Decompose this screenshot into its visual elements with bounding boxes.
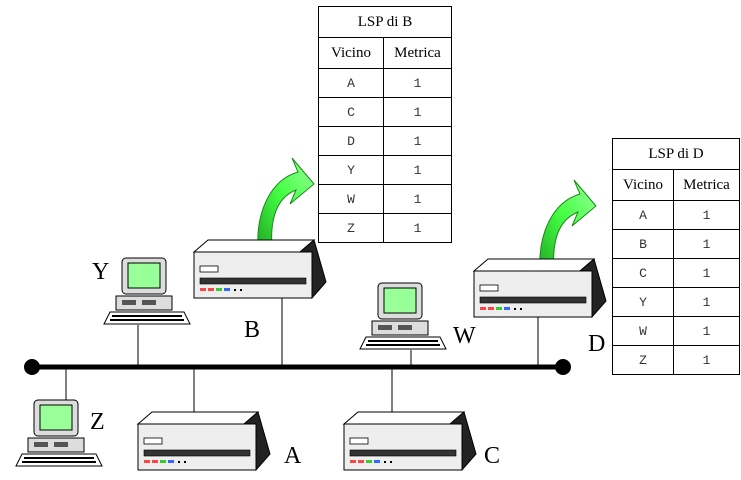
lsp-b-neighbor: C [318,97,384,127]
lsp-d-metric: 1 [673,229,740,259]
lsp-b-neighbor: Z [318,213,384,243]
lsp-b-neighbor: W [318,184,384,214]
lsp-b-neighbor: A [318,68,384,98]
lsp-d-metric: 1 [673,287,740,317]
node-label-z: Z [90,409,105,435]
node-label-a: A [284,443,302,469]
router-c [343,411,477,471]
lsp-d-neighbor: A [612,200,674,230]
lsp-b-metric: 1 [383,213,452,243]
lsp-table-d-col-neighbor: Vicino [612,169,674,201]
node-label-d: D [588,331,606,357]
lsp-d-neighbor: C [612,258,674,288]
host-w [359,282,447,350]
host-y [103,257,191,325]
lsp-table-b-title: LSP di B [318,6,452,38]
lsp-d-metric: 1 [673,345,740,375]
lsp-table-b-col-neighbor: Vicino [318,37,384,69]
lsp-d-metric: 1 [673,200,740,230]
bus-terminator-left [24,359,40,375]
lsp-b-metric: 1 [383,68,452,98]
lsp-flood-arrow-d [539,179,597,271]
router-a [137,411,271,471]
lsp-b-metric: 1 [383,184,452,214]
lsp-d-metric: 1 [673,258,740,288]
lsp-d-metric: 1 [673,316,740,346]
lsp-d-neighbor: B [612,229,674,259]
lsp-b-metric: 1 [383,97,452,127]
lsp-d-neighbor: W [612,316,674,346]
router-b [193,239,327,299]
lsp-b-metric: 1 [383,155,452,185]
node-label-c: C [484,443,501,469]
lsp-table-b-col-metric: Metrica [383,37,452,69]
lsp-b-neighbor: D [318,126,384,156]
router-d [473,258,607,318]
lsp-d-neighbor: Z [612,345,674,375]
lsp-table-d-col-metric: Metrica [673,169,740,201]
lsp-b-neighbor: Y [318,155,384,185]
node-label-w: W [453,323,476,349]
lsp-flood-arrow-b [257,157,315,249]
node-label-b: B [244,317,261,343]
node-label-y: Y [92,259,110,285]
bus-terminator-right [555,359,571,375]
lsp-table-d-title: LSP di D [612,138,740,170]
lsp-d-neighbor: Y [612,287,674,317]
lsp-b-metric: 1 [383,126,452,156]
